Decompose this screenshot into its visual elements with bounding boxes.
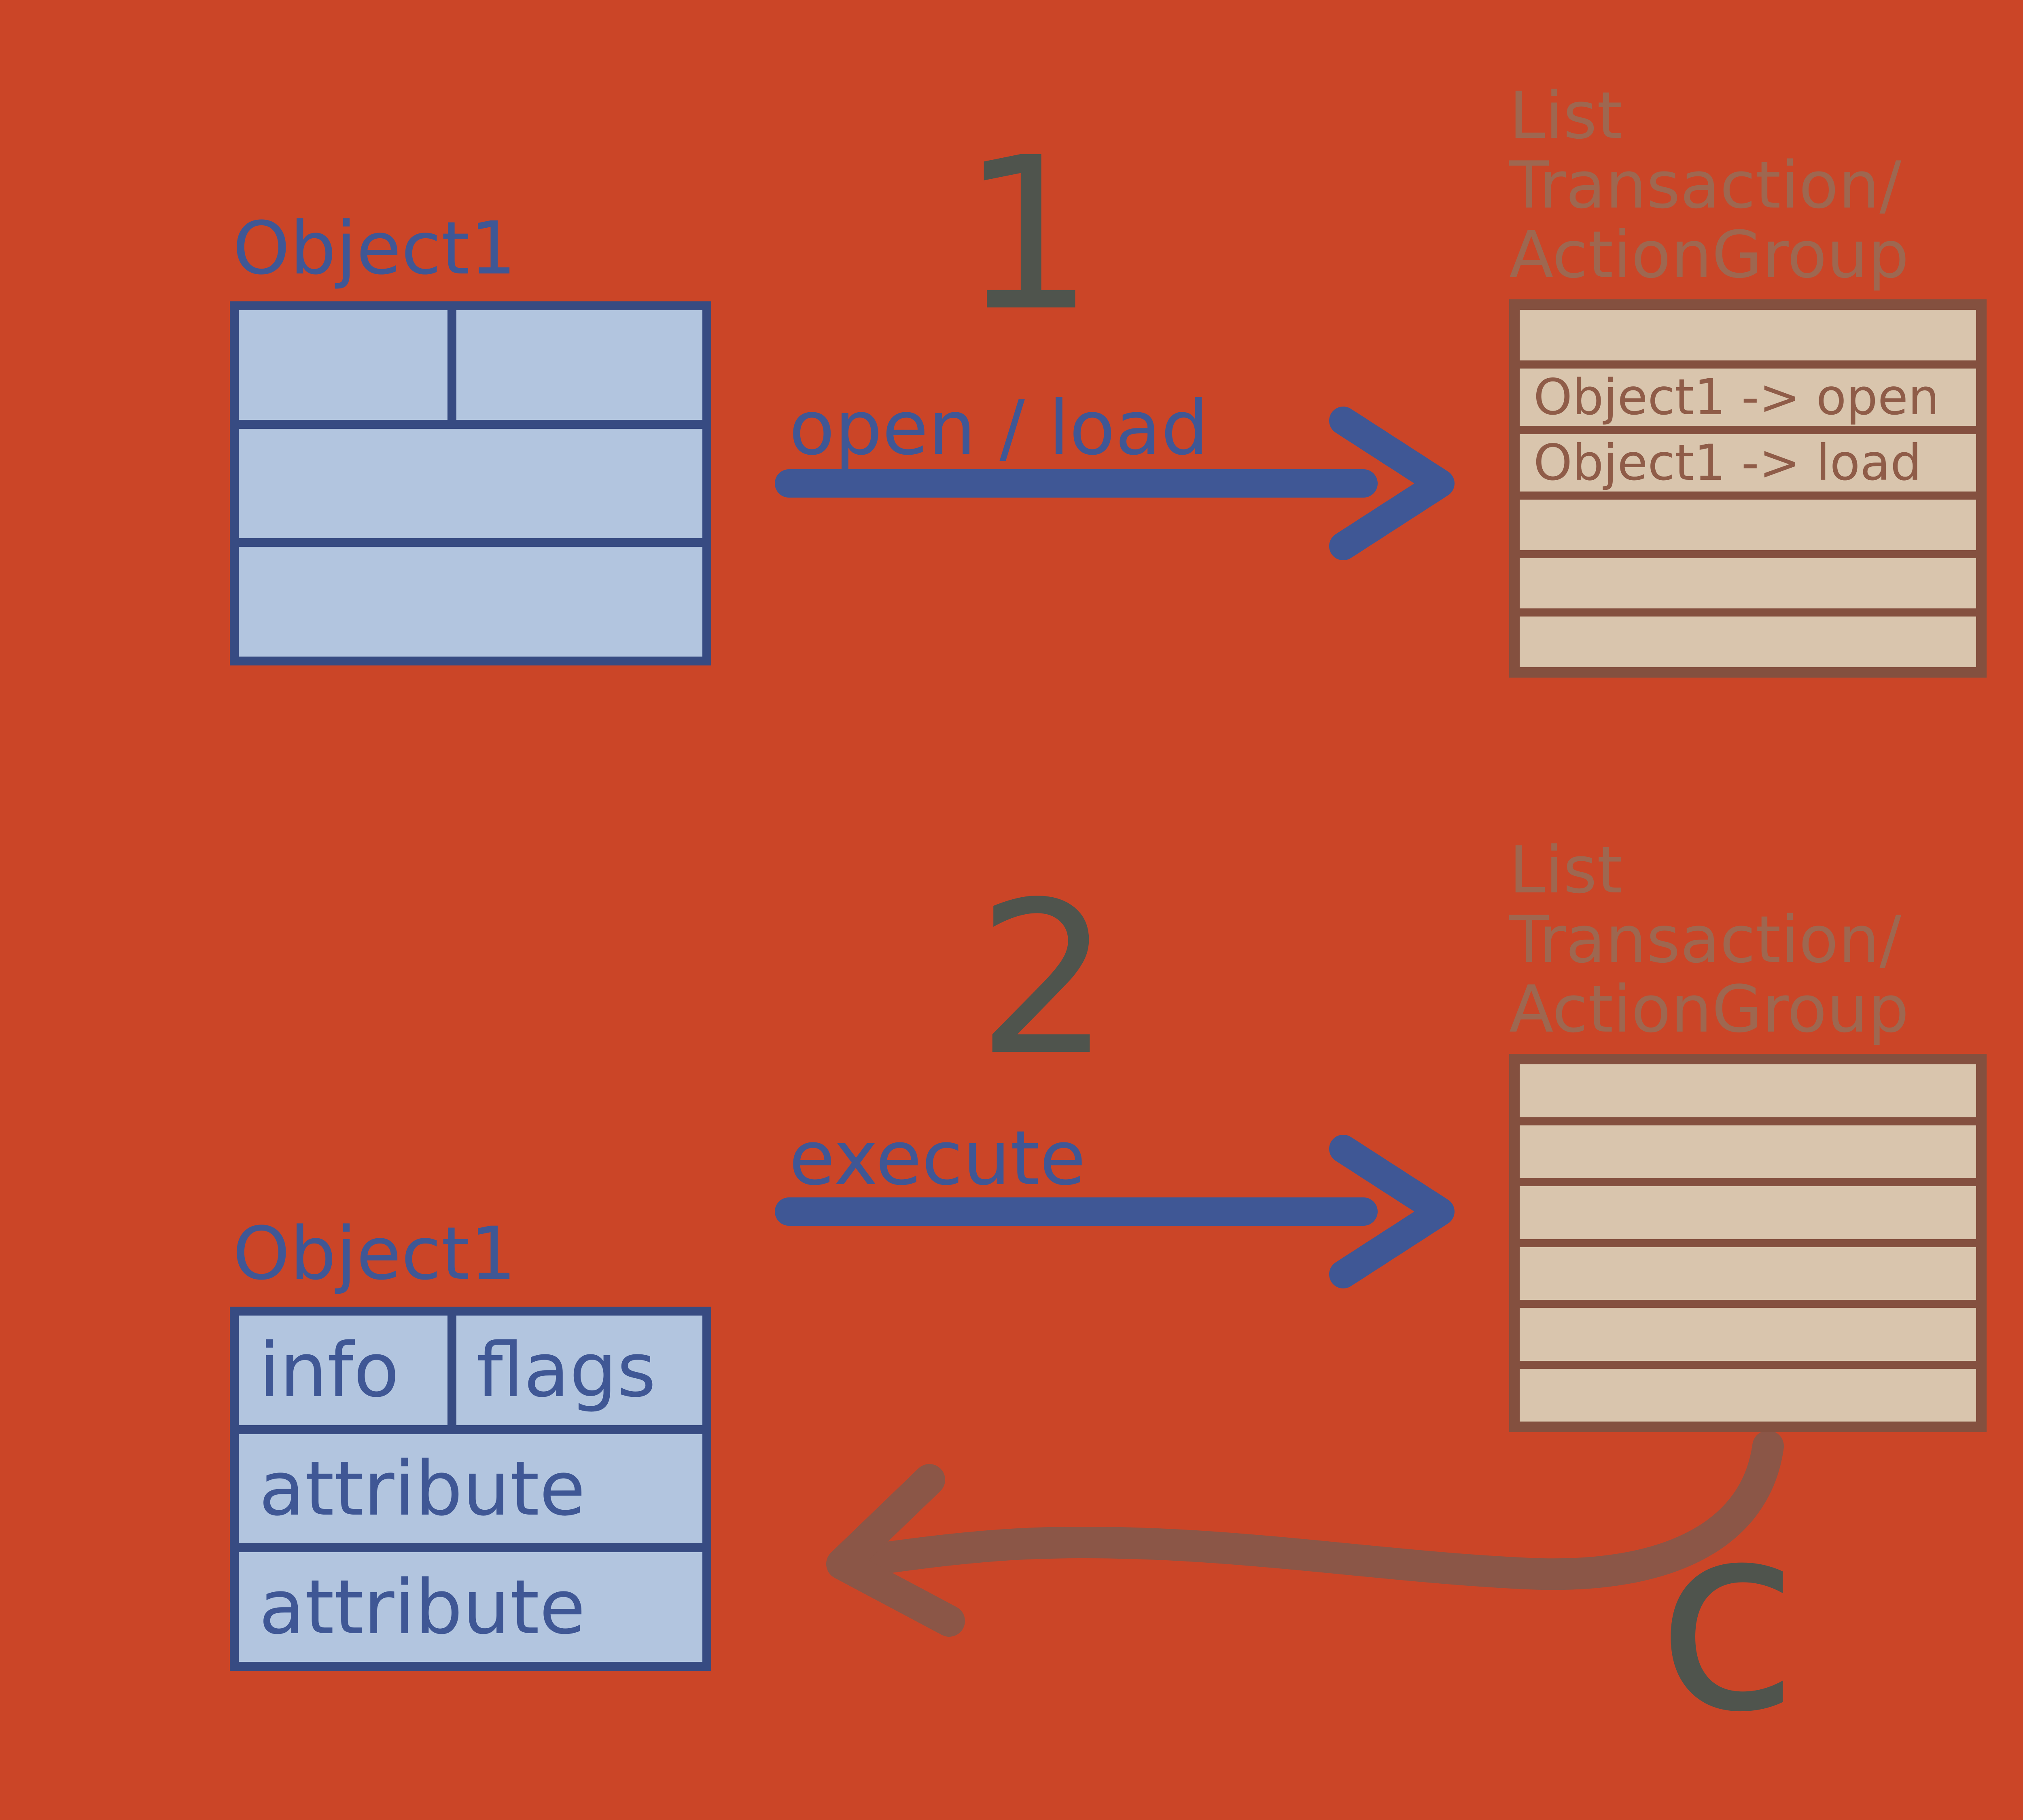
- list-item: [1520, 617, 1976, 667]
- flow-c-label: c: [1656, 1467, 1799, 1769]
- table-row: [239, 310, 702, 420]
- list-item: Object1 -> load: [1520, 434, 1976, 492]
- attribute-cell: attribute: [239, 1552, 702, 1662]
- open-load-arrow: [775, 407, 1455, 560]
- result-arrow: [826, 1430, 1784, 1637]
- list-item: [1520, 1125, 1976, 1178]
- list1-title: List Transaction/ ActionGroup: [1509, 81, 1909, 290]
- list-item: [1520, 499, 1976, 550]
- list-item: [1520, 310, 1976, 360]
- table-row: [239, 547, 702, 657]
- object1-top-title: Object1: [233, 206, 516, 291]
- attribute-cell: attribute: [239, 1434, 702, 1544]
- list-item: [1520, 1308, 1976, 1361]
- list2-title: List Transaction/ ActionGroup: [1509, 835, 1909, 1044]
- object1-bottom-table: info flags attribute attribute: [230, 1307, 711, 1671]
- list1-title-line: ActionGroup: [1509, 217, 1909, 292]
- list-item: [1520, 1186, 1976, 1239]
- object1-bottom-title: Object1: [233, 1212, 516, 1296]
- list-item: Object1 -> open: [1520, 368, 1976, 426]
- list2-title-line: Transaction/: [1509, 902, 1902, 977]
- list1-title-line: List: [1509, 78, 1622, 153]
- info-cell: info: [239, 1316, 447, 1425]
- step1-number: 1: [961, 112, 1095, 357]
- transaction-list-1: Object1 -> open Object1 -> load: [1509, 299, 1987, 678]
- flags-cell: flags: [456, 1316, 702, 1425]
- table-row: attribute: [239, 1434, 702, 1544]
- open-load-label: open / load: [789, 384, 1209, 472]
- table-row: attribute: [239, 1552, 702, 1662]
- list-item: [1520, 558, 1976, 609]
- list2-title-line: List: [1509, 832, 1622, 908]
- execute-arrow: [775, 1135, 1455, 1288]
- step2-number: 2: [977, 856, 1111, 1102]
- table-cell: [239, 428, 702, 538]
- list2-title-line: ActionGroup: [1509, 971, 1909, 1047]
- execute-label: execute: [789, 1114, 1086, 1202]
- object1-top-table: [230, 301, 711, 665]
- list-item: [1520, 1369, 1976, 1422]
- table-cell: [456, 310, 702, 420]
- table-cell: [239, 547, 702, 657]
- transaction-list-2: [1509, 1054, 1987, 1432]
- list-item: [1520, 1064, 1976, 1117]
- list-item: [1520, 1247, 1976, 1300]
- table-cell: [239, 310, 447, 420]
- table-row: info flags: [239, 1316, 702, 1425]
- table-row: [239, 428, 702, 538]
- list1-title-line: Transaction/: [1509, 147, 1902, 223]
